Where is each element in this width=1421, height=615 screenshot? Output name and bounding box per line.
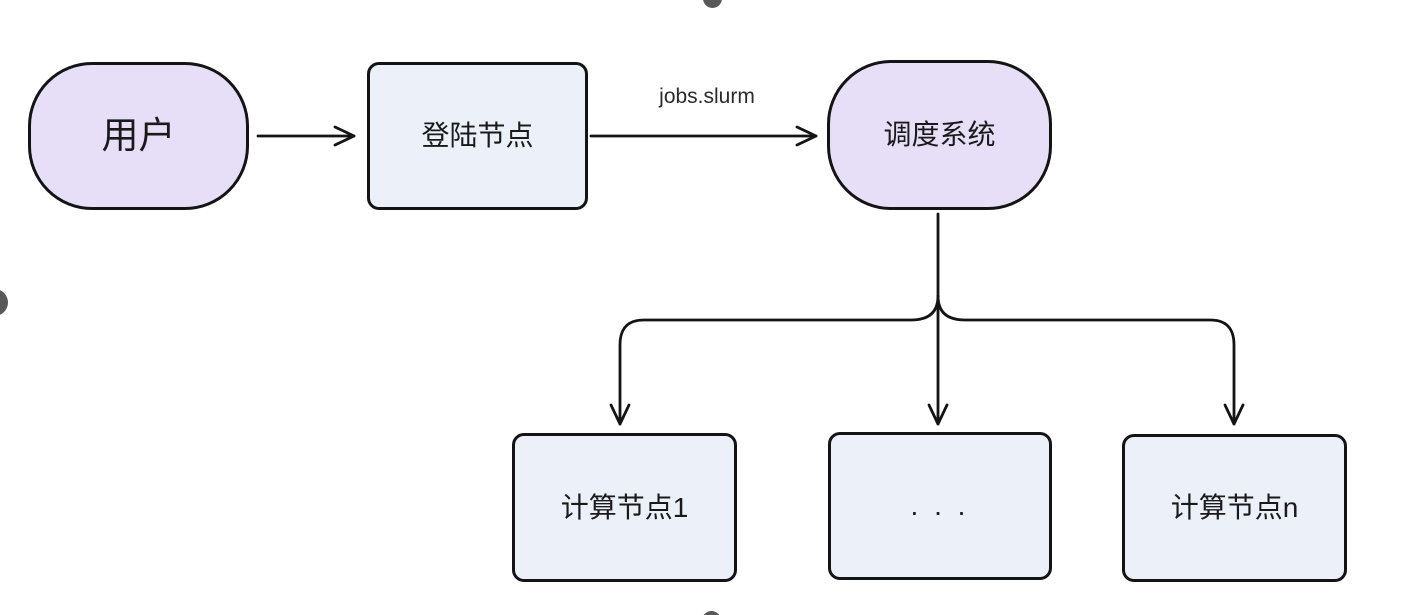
node-user-label: 用户 — [101, 114, 176, 156]
edge-label-jobs-slurm: jobs.slurm — [659, 85, 755, 108]
node-compute1: 计算节点1 — [512, 433, 737, 582]
edge-scheduler-to-computen — [936, 294, 1245, 426]
node-compute-more-label: . . . — [910, 490, 970, 522]
node-login: 登陆节点 — [367, 62, 588, 210]
node-user: 用户 — [28, 62, 249, 210]
edge-scheduler-to-compute1 — [609, 294, 940, 426]
node-scheduler: 调度系统 — [827, 60, 1052, 210]
canvas-handle-left[interactable] — [0, 289, 8, 316]
node-computen: 计算节点n — [1122, 434, 1347, 582]
node-computen-label: 计算节点n — [1170, 492, 1299, 524]
node-compute1-label: 计算节点1 — [560, 491, 689, 523]
node-compute-more: . . . — [828, 432, 1052, 580]
node-login-label: 登陆节点 — [421, 120, 534, 152]
canvas-handle-bottom[interactable] — [702, 611, 721, 615]
node-scheduler-label: 调度系统 — [883, 119, 996, 151]
canvas-handle-top[interactable] — [703, 0, 722, 8]
